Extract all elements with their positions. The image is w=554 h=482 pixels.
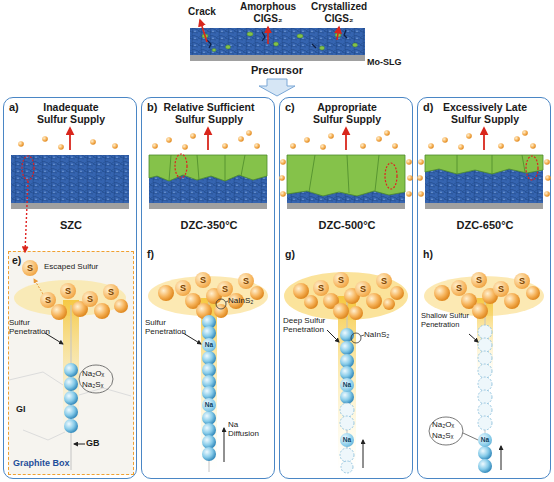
annotation-label: Deep Sulfur Penetration xyxy=(283,316,335,334)
panel-text: e) xyxy=(12,254,21,266)
sulfur-sphere: S xyxy=(217,281,233,297)
panel-text: Excessively Late Sulfur Supply xyxy=(427,101,543,125)
panel-text: SZC xyxy=(4,219,138,232)
panel-text: f) xyxy=(147,248,154,260)
sulfur-sphere: S xyxy=(376,273,392,289)
panel-text: g) xyxy=(285,248,295,260)
panel-text: c) xyxy=(285,101,295,114)
annotation-label: Na₂Oₓ xyxy=(82,369,104,378)
sulfur-sphere: S xyxy=(493,281,509,297)
sulfur-sphere: S xyxy=(195,272,211,288)
sulfur-sphere: S xyxy=(313,280,329,296)
sodium-sphere: Na xyxy=(202,398,216,412)
panel-text: Graphite Box xyxy=(13,458,70,468)
sulfur-sphere: S xyxy=(451,280,467,296)
annotation-label: Sulfur Penetration xyxy=(145,318,193,336)
sulfur-sphere: S xyxy=(40,292,56,308)
sulfur-sphere: S xyxy=(103,284,119,300)
panel-text: h) xyxy=(423,248,433,260)
annotation-label: Mo-SLG xyxy=(367,57,402,67)
sulfur-sphere: S xyxy=(333,272,349,288)
process-panel: c) Appropriate Sulfur SupplyDZC-500°C g) xyxy=(279,97,413,479)
panel-text: DZC-650°C xyxy=(418,219,552,232)
sulfur-sphere: S xyxy=(22,260,38,276)
annotation-label: Na₂Sₓ xyxy=(82,380,103,389)
sulfur-sphere: S xyxy=(355,281,371,297)
sodium-sphere: Na xyxy=(478,433,492,447)
sodium-sphere: Na xyxy=(202,338,216,352)
sodium-sphere: Na xyxy=(340,433,354,447)
annotation-label: NaInS₂ xyxy=(228,296,253,305)
process-panel: b)Relative Sufficient Sulfur SupplyDZC-3… xyxy=(141,97,275,479)
panel-text: Relative Sufficient Sulfur Supply xyxy=(151,101,267,125)
annotation-label: Escaped Sulfur xyxy=(44,262,98,271)
annotation-label: Sulfur Penetration xyxy=(9,318,57,336)
annotation-label: Precursor xyxy=(237,64,317,77)
sulfur-sphere: S xyxy=(60,283,76,299)
annotation-label: Na₂Sₓ xyxy=(432,431,453,440)
annotation-label: GI xyxy=(16,404,26,414)
panel-text: DZC-350°C xyxy=(142,219,276,232)
panel-text: Inadequate Sulfur Supply xyxy=(31,101,111,125)
annotation-label: Crack xyxy=(180,6,224,18)
precursor-film xyxy=(190,20,365,96)
sulfur-sphere: S xyxy=(82,291,98,307)
annotation-label: GB xyxy=(86,438,100,448)
sodium-sphere: Na xyxy=(340,378,354,392)
sulfur-sphere: S xyxy=(471,272,487,288)
annotation-label: Shallow Sulfur Penetration xyxy=(421,312,479,329)
annotation-label: Crystallized CIGS₂ xyxy=(306,1,372,24)
panel-text: DZC-500°C xyxy=(280,219,414,232)
panel-text: a) xyxy=(9,101,19,114)
sulfur-sphere: S xyxy=(238,273,254,289)
sulfur-sphere: S xyxy=(175,280,191,296)
panel-text: Appropriate Sulfur Supply xyxy=(307,101,387,125)
annotation-label: Na Diffusion xyxy=(228,420,268,438)
panel-text: d) xyxy=(423,101,433,114)
annotation-label: Na₂Oₓ xyxy=(432,420,454,429)
annotation-label: NaInS₂ xyxy=(364,330,389,339)
panel-text: b) xyxy=(147,101,157,114)
sulfur-sphere: S xyxy=(514,273,530,289)
annotation-label: Amorphous CIGS₂ xyxy=(237,1,299,24)
